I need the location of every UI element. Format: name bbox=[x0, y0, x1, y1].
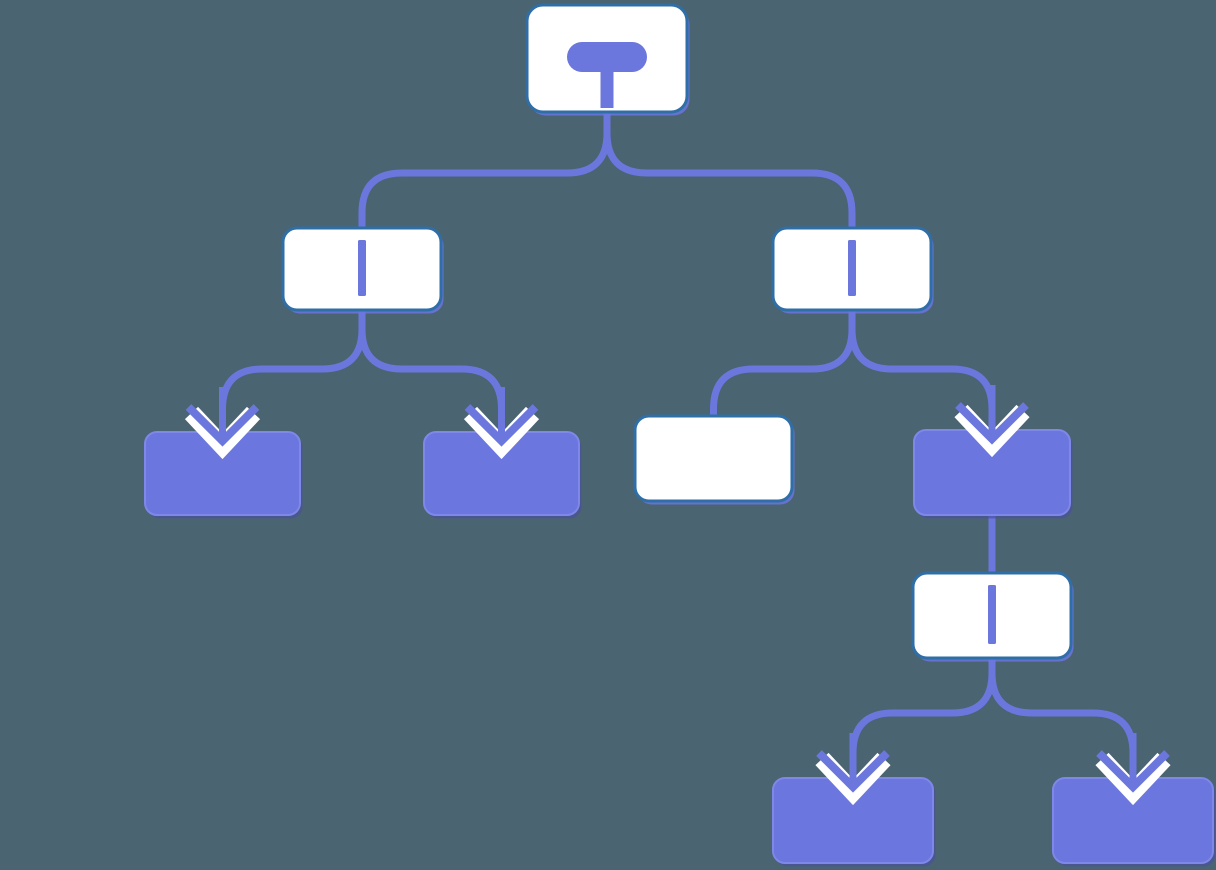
root-pill-stem bbox=[600, 67, 614, 108]
chevron-down-icon bbox=[955, 402, 1029, 445]
collapsed-bar-icon bbox=[358, 240, 366, 296]
arrowhead bbox=[954, 385, 1030, 458]
root-pill-icon bbox=[567, 42, 647, 108]
icons-layer bbox=[358, 42, 996, 644]
leaf-white-leaf-node[interactable] bbox=[633, 414, 794, 503]
arrowhead bbox=[463, 387, 540, 460]
chevron-down-icon bbox=[1096, 750, 1170, 793]
root-pill-body bbox=[567, 42, 647, 72]
connector-edge bbox=[710, 310, 856, 419]
chevron-down-icon bbox=[464, 404, 539, 447]
arrowhead bbox=[815, 733, 891, 806]
arrowhead bbox=[184, 387, 261, 460]
chevron-down-icon bbox=[185, 404, 260, 447]
connector-edge bbox=[358, 112, 611, 231]
arrowhead bbox=[1095, 733, 1171, 806]
nodes-layer bbox=[144, 3, 1216, 867]
collapsed-bar-icon bbox=[988, 585, 996, 644]
connector-edge bbox=[603, 112, 856, 231]
collapsed-bar-icon bbox=[848, 240, 856, 296]
arrowheads-layer bbox=[184, 385, 1171, 806]
chevron-down-icon bbox=[816, 750, 890, 793]
